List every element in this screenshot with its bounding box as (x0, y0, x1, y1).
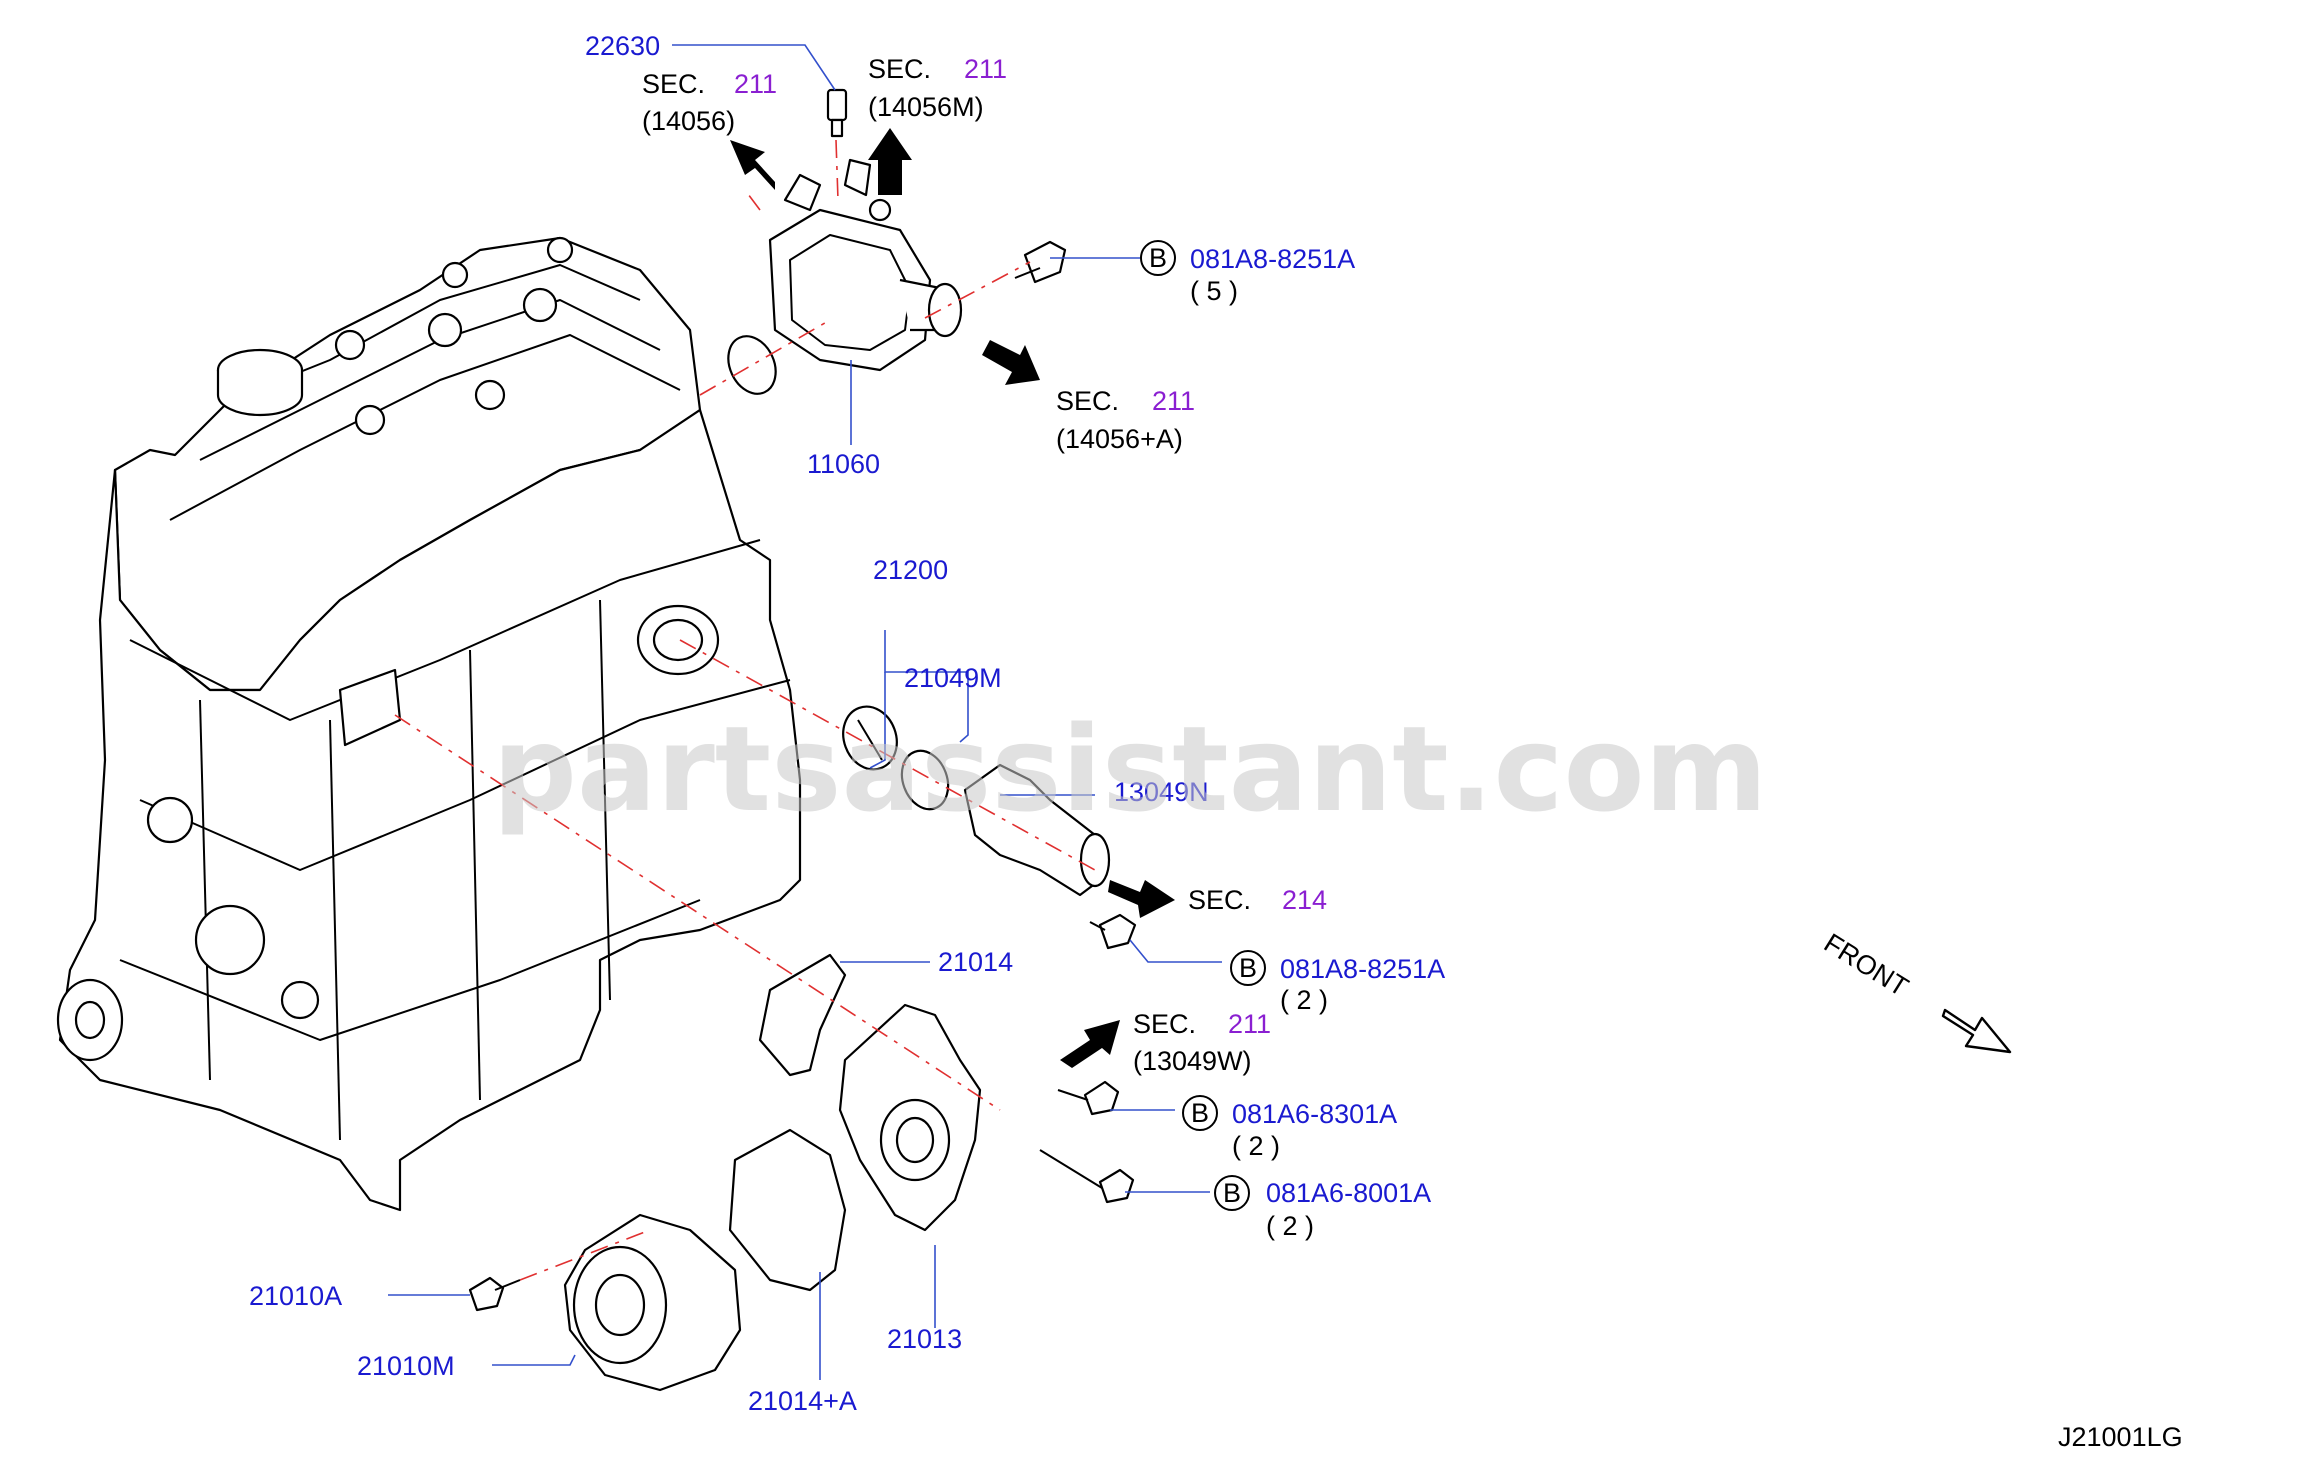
bolt-inlet (1089, 913, 1137, 950)
gasket-21014a (728, 1128, 847, 1292)
part-11060: 11060 (807, 449, 880, 479)
center-lines (394, 139, 1096, 1281)
sec-sub-1: (14056) (642, 106, 735, 136)
bolt-qty-2: ( 2 ) (1280, 985, 1328, 1015)
bolt-pump-1 (1057, 1080, 1120, 1116)
water-inlet (963, 763, 1111, 897)
front-label: FRONT (1819, 928, 1914, 1003)
sec-sub-3: (14056+A) (1056, 424, 1183, 454)
o-ring-outlet (727, 335, 777, 395)
sec-prefix-2: SEC. (868, 54, 931, 84)
temperature-sensor (826, 88, 848, 138)
thermostat-gasket (900, 749, 950, 811)
sec-num-1: 211 (734, 69, 777, 99)
bolt-marker-1: B (1149, 243, 1167, 273)
sec-prefix-1: SEC. (642, 69, 705, 99)
front-indicator: FRONT (1819, 928, 2012, 1054)
bolt-code-2: 081A8-8251A (1280, 954, 1445, 984)
engine-block (56, 236, 802, 1212)
part-21200: 21200 (873, 555, 948, 585)
sec-num-2: 211 (964, 54, 1007, 84)
sec-sub-2: (14056M) (868, 92, 984, 122)
part-21010m: 21010M (357, 1351, 455, 1381)
sec-prefix-5: SEC. (1133, 1009, 1196, 1039)
sec-sub-5: (13049W) (1133, 1046, 1252, 1076)
bolt-code-1: 081A8-8251A (1190, 244, 1355, 274)
diagram-id: J21001LG (2058, 1422, 2183, 1452)
bolt-qty-3: ( 2 ) (1232, 1131, 1280, 1161)
arrows (730, 128, 1175, 1068)
front-arrow-icon (1941, 1008, 2012, 1054)
bolt-marker-3: B (1191, 1098, 1209, 1128)
sec-num-5: 211 (1228, 1009, 1271, 1039)
gasket-21014 (758, 953, 847, 1077)
bolt-code-3: 081A6-8301A (1232, 1099, 1397, 1129)
bolt-pump-21010a (468, 1276, 521, 1312)
pump-housing-21013 (838, 1003, 982, 1232)
bolt-marker-2: B (1239, 953, 1257, 983)
leader-lines (388, 44, 1222, 1380)
sec-num-3: 211 (1152, 386, 1195, 416)
bolt-pump-2 (1039, 1149, 1135, 1204)
bolt-markers: B B B B (1140, 240, 1266, 1211)
bolt-code-4: 081A6-8001A (1266, 1178, 1431, 1208)
part-13049n: 13049N (1114, 777, 1209, 807)
part-22630: 22630 (585, 31, 660, 61)
sec-num-4: 214 (1282, 885, 1327, 915)
part-21014a: 21014+A (748, 1386, 857, 1416)
thermostat (842, 705, 898, 771)
bolt-marker-4: B (1223, 1178, 1241, 1208)
part-21010a: 21010A (249, 1281, 342, 1311)
sec-prefix-3: SEC. (1056, 386, 1119, 416)
water-pump-21010m (563, 1213, 742, 1392)
part-21049m: 21049M (904, 663, 1002, 693)
part-21013: 21013 (887, 1324, 962, 1354)
water-outlet-housing (768, 158, 963, 372)
sec-prefix-4: SEC. (1188, 885, 1251, 915)
labels: 22630 SEC. 211 (14056) SEC. 211 (14056M)… (249, 31, 2183, 1452)
bolt-qty-1: ( 5 ) (1190, 276, 1238, 306)
watermark: partsassistant.com (493, 700, 1768, 838)
bolt-outlet (1014, 240, 1067, 284)
part-21014: 21014 (938, 947, 1013, 977)
bolt-qty-4: ( 2 ) (1266, 1211, 1314, 1241)
